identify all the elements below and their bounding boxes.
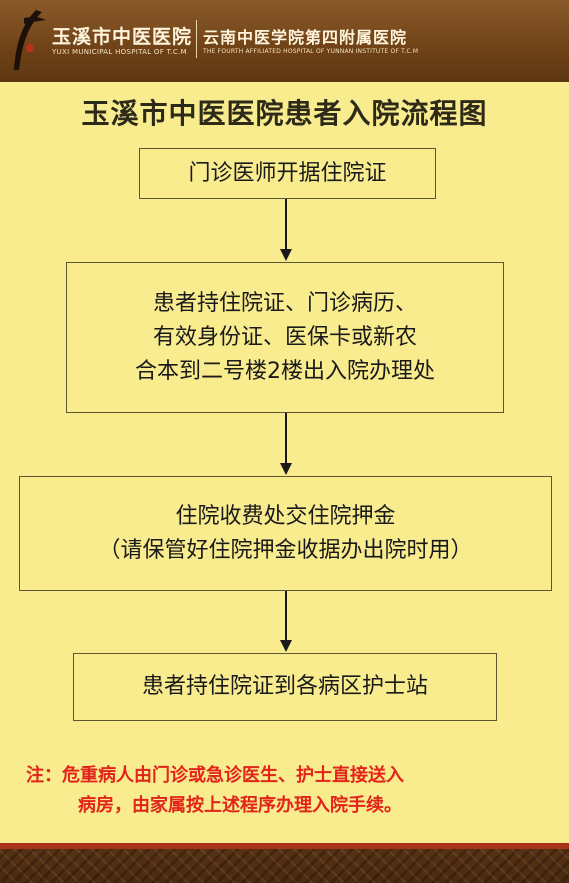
hospital-logo-icon (14, 10, 46, 70)
note-line-2: 病房，由家属按上述程序办理入院手续。 (78, 795, 402, 816)
header-divider (196, 20, 197, 58)
arrow-step-3-to-4 (280, 591, 292, 652)
step-3-box: 住院收费处交住院押金 （请保管好住院押金收据办出院时用） (19, 476, 552, 591)
footer-red-band (0, 843, 569, 849)
note-text: 注：危重病人由门诊或急诊医生、护士直接送入 病房，由家属按上述程序办理入院手续。 (26, 761, 556, 821)
affiliation-name-en: THE FOURTH AFFILIATED HOSPITAL OF YUNNAN… (203, 48, 419, 55)
hospital-name-en: YUXI MUNICIPAL HOSPITAL OF T.C.M (52, 48, 187, 56)
step-2-line-1: 患者持住院证、门诊病历、 (152, 290, 417, 316)
step-4-box: 患者持住院证到各病区护士站 (73, 653, 497, 721)
header-banner: 玉溪市中医医院 YUXI MUNICIPAL HOSPITAL OF T.C.M… (0, 0, 569, 82)
note-line-1: 注：危重病人由门诊或急诊医生、护士直接送入 (26, 765, 404, 786)
step-4-line-1: 患者持住院证到各病区护士站 (141, 674, 428, 699)
step-3-line-1: 住院收费处交住院押金 (175, 503, 396, 529)
arrow-step-2-to-3 (280, 413, 292, 475)
step-3-line-2: （请保管好住院押金收据办出院时用） (98, 537, 473, 563)
hospital-name: 玉溪市中医医院 (52, 26, 193, 48)
flowchart-title: 玉溪市中医医院患者入院流程图 (81, 97, 488, 130)
step-2-box: 患者持住院证、门诊病历、 有效身份证、医保卡或新农 合本到二号楼2楼出入院办理处 (66, 262, 504, 413)
affiliation-name: 云南中医学院第四附属医院 (203, 28, 408, 47)
step-2-line-2: 有效身份证、医保卡或新农 (152, 324, 417, 350)
step-1-line-1: 门诊医师开据住院证 (188, 160, 387, 186)
step-1-box: 门诊医师开据住院证 (139, 148, 436, 199)
footer-pattern (0, 843, 569, 883)
step-2-line-3: 合本到二号楼2楼出入院办理处 (135, 358, 435, 384)
arrow-step-1-to-2 (280, 199, 292, 261)
